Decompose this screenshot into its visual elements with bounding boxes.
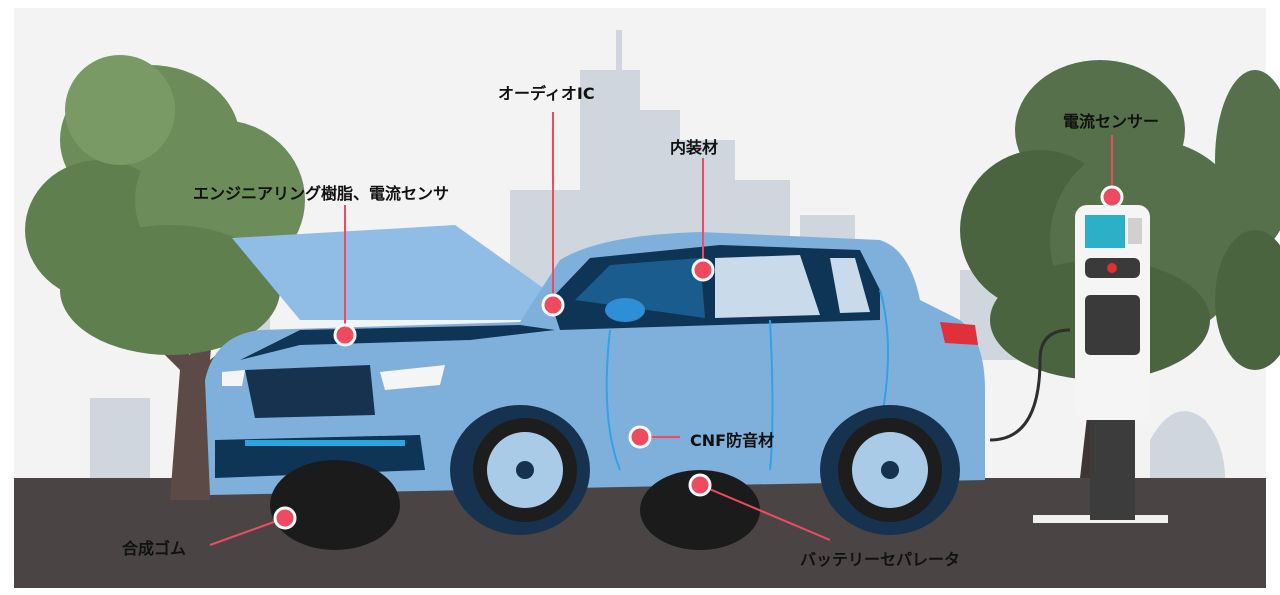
label-battery-separator: バッテリーセパレータ xyxy=(800,550,961,569)
label-engineering-resin: エンジニアリング樹脂、電流センサ xyxy=(193,184,450,203)
marker-audio-ic xyxy=(541,293,565,317)
ev-charger-illustration xyxy=(989,205,1168,523)
marker-engineering-resin xyxy=(333,323,357,347)
marker-separator xyxy=(688,473,712,497)
ground xyxy=(14,478,1266,588)
marker-interior xyxy=(691,258,715,282)
label-cnf-soundproof: CNF防音材 xyxy=(690,431,775,450)
marker-cnf xyxy=(628,425,652,449)
label-current-sensor: 電流センサー xyxy=(1063,112,1160,131)
car-illustration xyxy=(205,225,985,550)
label-audio-ic: オーディオIC xyxy=(498,84,595,103)
marker-current-sensor xyxy=(1100,185,1124,209)
label-synthetic-rubber: 合成ゴム xyxy=(122,539,187,558)
callout-line-rubber xyxy=(209,517,286,546)
label-interior: 内装材 xyxy=(670,138,719,157)
marker-rubber xyxy=(273,506,297,530)
callout-line-separator xyxy=(699,484,831,541)
